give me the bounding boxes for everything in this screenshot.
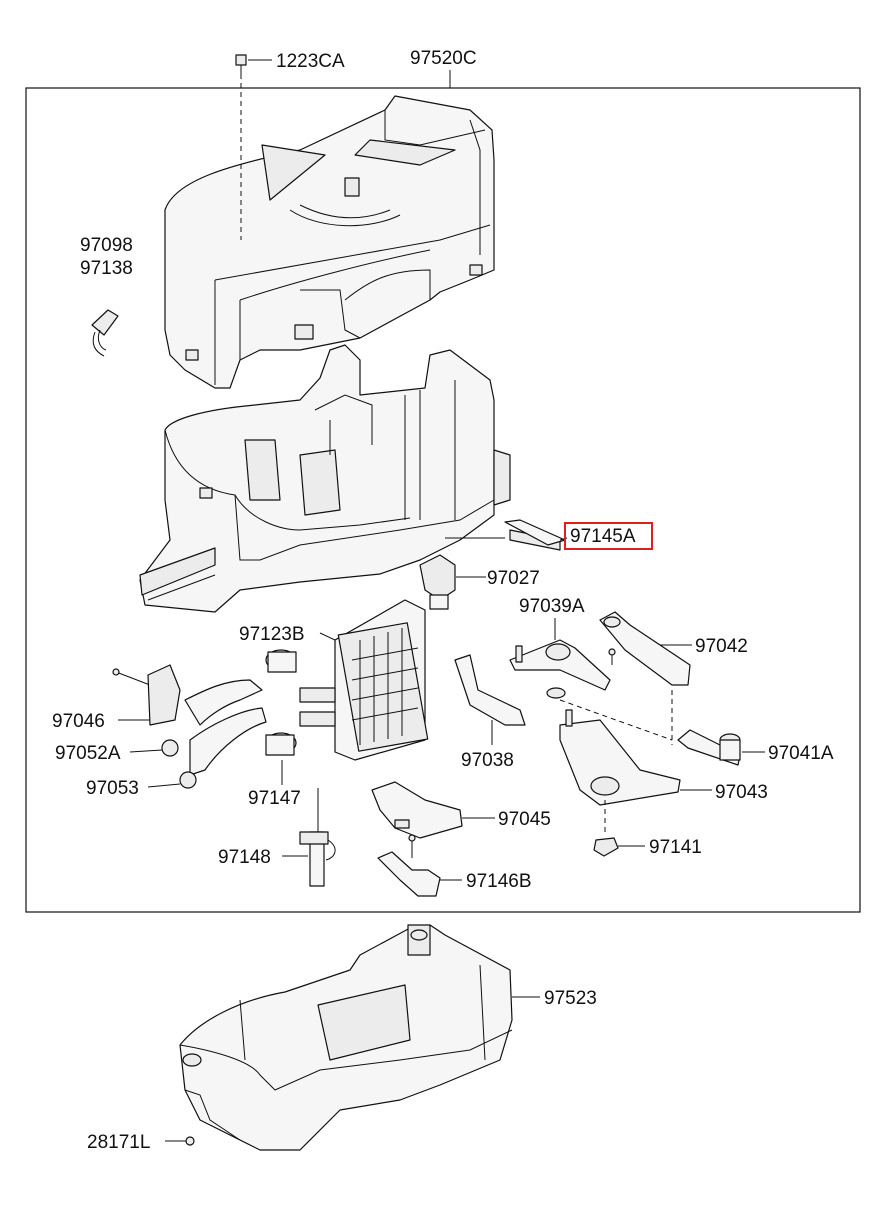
- label-97520c[interactable]: 97520C: [410, 48, 477, 69]
- seal-97147[interactable]: [265, 649, 297, 785]
- label-97027[interactable]: 97027: [487, 568, 540, 589]
- nut-97141[interactable]: [593, 837, 645, 857]
- plate-97045[interactable]: [371, 781, 495, 839]
- clip-97027[interactable]: [419, 554, 486, 610]
- label-97145a[interactable]: 97145A: [570, 526, 636, 547]
- label-97141[interactable]: 97141: [649, 837, 702, 858]
- label-97041a[interactable]: 97041A: [768, 743, 834, 764]
- label-97123b[interactable]: 97123B: [239, 624, 305, 645]
- label-97053[interactable]: 97053: [86, 778, 139, 799]
- label-97042[interactable]: 97042: [695, 636, 748, 657]
- bracket-97145a[interactable]: [504, 519, 568, 551]
- hose-clamp-97046[interactable]: [112, 664, 267, 789]
- label-97138[interactable]: 97138: [80, 258, 133, 279]
- screw-28171l[interactable]: [165, 1136, 195, 1146]
- assembly-frame: [25, 87, 861, 913]
- label-28171l[interactable]: 28171L: [87, 1132, 150, 1153]
- label-1223ca[interactable]: 1223CA: [276, 51, 345, 72]
- bracket-97146b[interactable]: [377, 834, 462, 897]
- label-97523[interactable]: 97523: [544, 988, 597, 1009]
- lever-97042[interactable]: [599, 611, 692, 686]
- label-97045[interactable]: 97045: [498, 809, 551, 830]
- lower-case-97523[interactable]: [179, 924, 540, 1151]
- arm-97043[interactable]: [546, 687, 712, 806]
- label-97146b[interactable]: 97146B: [466, 871, 532, 892]
- upper-case[interactable]: [164, 95, 495, 389]
- highlight-box-97145a: [564, 522, 653, 550]
- label-97039a[interactable]: 97039A: [519, 596, 585, 617]
- link-97039a[interactable]: [509, 618, 616, 691]
- label-97147[interactable]: 97147: [248, 788, 301, 809]
- harness-97098[interactable]: [91, 309, 119, 357]
- lever-97038[interactable]: [454, 654, 526, 745]
- label-97148[interactable]: 97148: [218, 847, 271, 868]
- heater-core-97123b[interactable]: [299, 599, 429, 761]
- label-97052a[interactable]: 97052A: [55, 743, 121, 764]
- bolt-1223ca[interactable]: [235, 54, 272, 240]
- crank-97041a[interactable]: [677, 729, 765, 766]
- sensor-97148[interactable]: [282, 788, 336, 887]
- label-97098[interactable]: 97098: [80, 235, 133, 256]
- middle-case[interactable]: [139, 344, 511, 613]
- label-97043[interactable]: 97043: [715, 782, 768, 803]
- label-97038[interactable]: 97038: [461, 750, 514, 771]
- label-97046[interactable]: 97046: [52, 711, 105, 732]
